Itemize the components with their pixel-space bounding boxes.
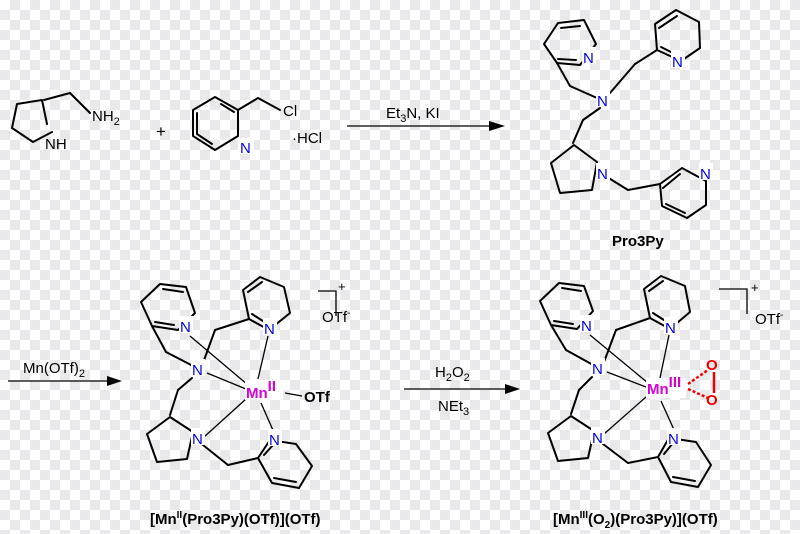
pyridine-n-label: N bbox=[672, 54, 683, 71]
pyridine-n-label: N bbox=[581, 318, 592, 335]
pyridine-n-label: N bbox=[665, 320, 676, 337]
amine-n-label: N bbox=[192, 362, 203, 379]
reaction-arrow-3: H2O2 NEt3 bbox=[404, 364, 520, 418]
cl-label: Cl bbox=[283, 103, 297, 120]
plus-sign: + bbox=[156, 122, 166, 141]
mn-center-label: MnIII bbox=[647, 374, 681, 398]
mn-ii-complex-structure: N N N N N MnII OTf + OTf- bbox=[140, 276, 350, 489]
nh2-label: NH2 bbox=[92, 108, 120, 128]
mn-iii-peroxo-complex-structure: N N N N N MnIII O O + OTf- bbox=[539, 275, 783, 488]
oxygen-label: O bbox=[706, 392, 718, 409]
complex1-name-label: [MnII(Pro3Py)(OTf)](OTf) bbox=[150, 510, 321, 528]
nh-label: NH bbox=[45, 136, 67, 153]
mn-center-label: MnII bbox=[246, 378, 276, 402]
reagent-et3n-ki: Et3N, KI bbox=[386, 105, 440, 125]
reagent-net3: NEt3 bbox=[438, 398, 469, 418]
pro3py-structure: N N N N N Pro3Py bbox=[543, 9, 713, 250]
hcl-label: ·HCl bbox=[292, 130, 322, 147]
pyrrolidine-n-label: N bbox=[192, 431, 203, 448]
pyridine-n-label: N bbox=[240, 140, 251, 157]
complex2-counterion: OTf- bbox=[755, 310, 783, 328]
otf-ligand-label: OTf bbox=[304, 389, 331, 406]
reaction-arrow-2: Mn(OTf)2 bbox=[8, 360, 122, 386]
complex1-charge: + bbox=[338, 279, 346, 294]
reagent-h2o2: H2O2 bbox=[435, 364, 470, 384]
reagent-mn-otf2: Mn(OTf)2 bbox=[23, 360, 85, 380]
amine-n-label: N bbox=[597, 93, 608, 110]
amine-n-label: N bbox=[592, 361, 603, 378]
pyridine-n-label: N bbox=[264, 321, 275, 338]
oxygen-label: O bbox=[706, 357, 718, 374]
pyrrolidine-n-label: N bbox=[592, 430, 603, 447]
pyridine-n-label: N bbox=[583, 50, 594, 67]
complex1-counterion: OTf- bbox=[322, 308, 350, 326]
complex2-name-label: [MnIII(O2)(Pro3Py)](OTf) bbox=[553, 510, 718, 531]
pyridine-n-label: N bbox=[668, 431, 679, 448]
reaction-arrow-1: Et3N, KI bbox=[347, 105, 505, 131]
pyrrolidine-n-label: N bbox=[597, 166, 608, 183]
pyridine-n-label: N bbox=[180, 319, 191, 336]
pyridine-n-label: N bbox=[269, 432, 280, 449]
complex2-charge: + bbox=[751, 280, 759, 295]
prolinamine-structure: NH2 NH bbox=[11, 92, 120, 153]
pro3py-label: Pro3Py bbox=[612, 233, 664, 250]
chloromethylpyridine-structure: N Cl ·HCl bbox=[192, 96, 322, 157]
pyridine-n-label: N bbox=[700, 166, 711, 183]
